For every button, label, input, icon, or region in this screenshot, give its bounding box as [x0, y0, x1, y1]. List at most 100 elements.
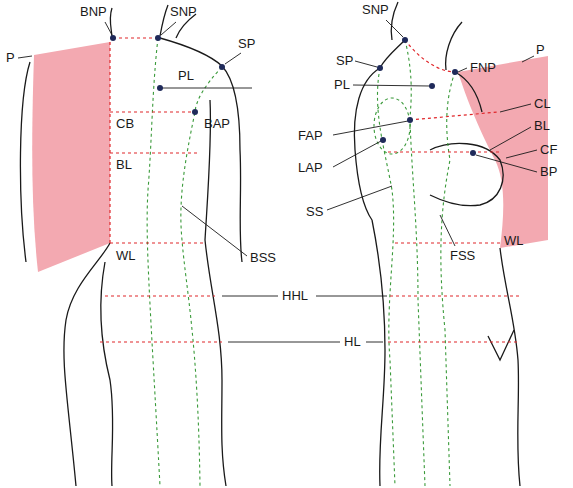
landmark-label: CF [540, 142, 557, 158]
leader-line [327, 186, 392, 210]
landmark-dot [377, 65, 383, 71]
landmark-dot [155, 35, 161, 41]
pink-region [32, 42, 548, 272]
landmark-label: PL [178, 68, 194, 84]
measure-line [100, 341, 222, 342]
measure-line [110, 242, 205, 243]
body-outline [391, 2, 398, 40]
landmark-dot [380, 137, 386, 143]
body-outline [430, 143, 503, 205]
body-outline [455, 72, 482, 112]
measure-line [110, 111, 195, 112]
leader-line [105, 22, 112, 35]
leader-line [522, 56, 534, 62]
landmark-label: WL [116, 248, 136, 264]
body-outline [222, 66, 242, 262]
measure-line [405, 40, 455, 72]
leader-line [386, 20, 403, 37]
landmark-label: BAP [204, 116, 230, 132]
leader-line [353, 85, 430, 86]
landmark-label: SS [306, 204, 323, 220]
style-line [147, 38, 160, 486]
landmark-label: SP [336, 53, 353, 69]
leader-line [228, 342, 340, 343]
body-outline [446, 22, 462, 70]
style-line [147, 38, 455, 486]
leader-line [333, 121, 408, 135]
landmark-label: FSS [450, 248, 475, 264]
landmark-label: WL [504, 233, 524, 249]
landmark-dot [402, 37, 408, 43]
landmark-label: LAP [298, 160, 323, 176]
body-outline [380, 40, 405, 68]
leader-line [458, 68, 467, 72]
leader-line [366, 342, 383, 343]
measure-line [390, 295, 520, 296]
leader-line [500, 104, 531, 112]
landmark-dot [452, 69, 458, 75]
measure-line [113, 37, 158, 38]
landmark-label: FAP [298, 128, 323, 144]
landmark-dot [407, 117, 413, 123]
leader-line [160, 88, 252, 89]
leader-line [182, 206, 247, 256]
body-outline [372, 220, 385, 486]
landmark-label: BSS [250, 250, 276, 266]
landmark-label: HHL [282, 288, 308, 304]
leader-line [440, 215, 455, 246]
landmark-label: PL [334, 77, 350, 93]
landmark-label: HL [344, 334, 361, 350]
landmark-label: CL [534, 96, 551, 112]
leader-line [316, 296, 387, 297]
measure-line [105, 295, 215, 296]
measure-line [109, 42, 110, 243]
landmark-dot [470, 150, 476, 156]
landmark-dot [219, 64, 225, 70]
landmark-label: SNP [170, 4, 197, 20]
leader-line [476, 155, 537, 172]
leader-line [225, 53, 241, 64]
pink-region [458, 56, 548, 248]
measure-line [395, 242, 500, 243]
leader-line [18, 20, 537, 342]
measure-line [110, 152, 200, 153]
leader-line [506, 150, 537, 158]
body-outline [500, 248, 520, 486]
landmark-label: SNP [362, 2, 389, 18]
landmark-dot [429, 83, 435, 89]
body-outline [64, 243, 110, 486]
landmark-dot [157, 85, 163, 91]
leader-line [161, 22, 176, 35]
landmark-label: BL [534, 118, 550, 134]
style-line [377, 68, 395, 486]
landmark-label: FNP [470, 60, 496, 76]
body-outline [160, 38, 222, 66]
landmark-dot [192, 109, 198, 115]
style-line [441, 72, 455, 486]
landmark-label: P [536, 42, 545, 58]
landmark-dot [110, 35, 116, 41]
leader-line [490, 127, 531, 150]
leader-line [222, 296, 278, 297]
body-outline [20, 62, 30, 262]
pink-region [32, 42, 110, 272]
landmark-label: CB [116, 116, 134, 132]
body-outline [488, 330, 514, 360]
landmark-label: SP [238, 36, 255, 52]
landmark-label: BP [540, 164, 557, 180]
body-outline [20, 2, 520, 486]
measure-line [388, 151, 500, 152]
measure-line [388, 341, 520, 342]
landmark-label: BL [116, 157, 132, 173]
measure-line [410, 112, 498, 120]
body-outline [160, 5, 168, 36]
leader-line [355, 61, 377, 67]
landmark-dot [110, 35, 476, 156]
measure-line [100, 38, 520, 342]
leader-line [333, 141, 381, 167]
style-line [405, 40, 425, 486]
landmark-label: P [6, 50, 15, 66]
landmark-label: BNP [80, 4, 107, 20]
body-outline [205, 240, 226, 486]
